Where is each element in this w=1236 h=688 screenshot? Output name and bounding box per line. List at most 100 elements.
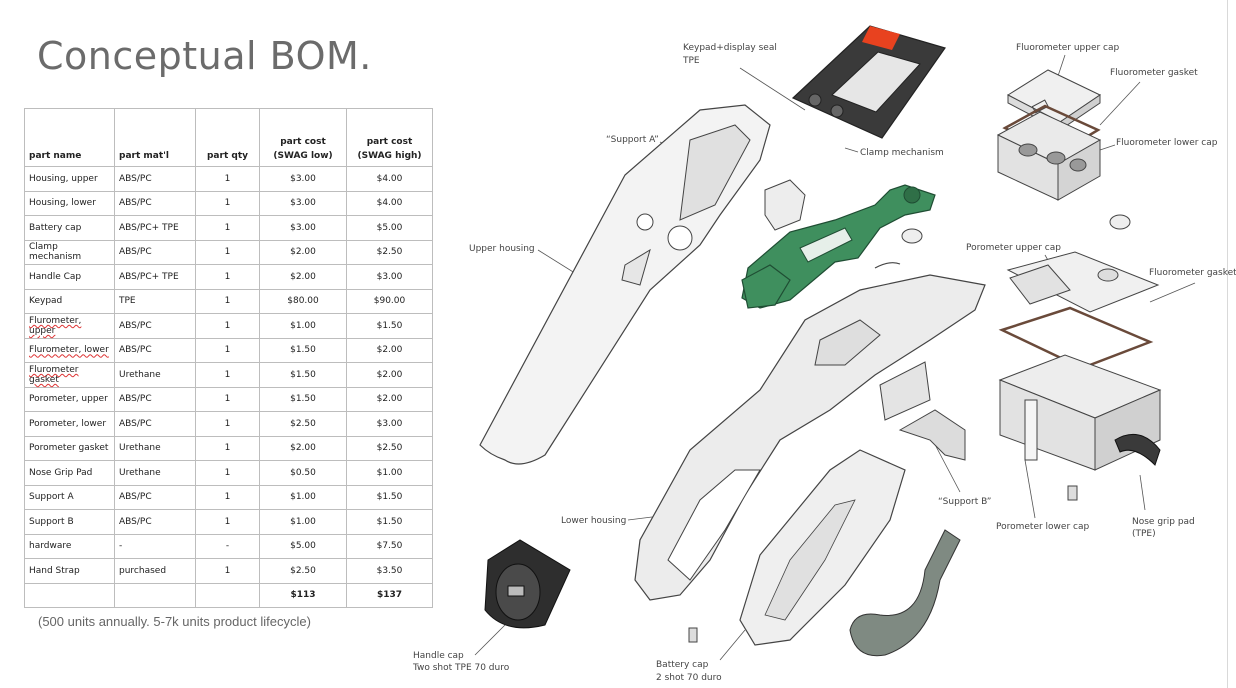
cell-cost-high: $5.00 bbox=[346, 215, 433, 241]
cell-qty: 1 bbox=[195, 288, 260, 314]
drawing-labels: Keypad+display seal TPE Fluorometer uppe… bbox=[412, 43, 1236, 683]
cell-part-name: Support B bbox=[24, 509, 115, 535]
cell-qty: 1 bbox=[195, 484, 260, 510]
cell-cost-high: $2.00 bbox=[346, 386, 433, 412]
cell-part-name: Battery cap bbox=[24, 215, 115, 241]
clamp-mechanism-part bbox=[741, 184, 936, 309]
table-row: hardware--$5.00$7.50 bbox=[24, 533, 433, 559]
header-cost-high: part cost (SWAG high) bbox=[346, 108, 433, 167]
exploded-view-drawing: Keypad+display seal TPE Fluorometer uppe… bbox=[412, 25, 1236, 683]
label-porometer-upper-cap: Porometer upper cap bbox=[966, 243, 1061, 253]
screw-battery bbox=[688, 627, 698, 643]
label-support-a: “Support A” bbox=[606, 135, 659, 145]
label-fluorometer-lower-cap: Fluorometer lower cap bbox=[1116, 138, 1218, 148]
label-battery-cap-line1: Battery cap bbox=[656, 660, 709, 670]
cell-qty: - bbox=[195, 533, 260, 559]
cell-material: Urethane bbox=[114, 362, 196, 388]
cell-cost-low: $2.00 bbox=[259, 264, 347, 290]
cell-cost-low: $3.00 bbox=[259, 190, 347, 216]
battery-cap-part bbox=[739, 449, 906, 646]
cell-qty: 1 bbox=[195, 509, 260, 535]
cell-material: Urethane bbox=[114, 435, 196, 461]
cell-material: ABS/PC bbox=[114, 411, 196, 437]
cell-cost-high: $1.50 bbox=[346, 509, 433, 535]
cell-qty: 1 bbox=[195, 166, 260, 192]
cell-part-name: Keypad bbox=[24, 288, 115, 314]
cell-cost-high: $4.00 bbox=[346, 190, 433, 216]
cell-qty: 1 bbox=[195, 460, 260, 486]
cell-cost-high: $2.50 bbox=[346, 435, 433, 461]
cell-cost-low: $80.00 bbox=[259, 288, 347, 314]
cell-material: purchased bbox=[114, 558, 196, 584]
label-fluorometer-gasket-right: Fluorometer gasket bbox=[1149, 268, 1236, 278]
slide-title: Conceptual BOM. bbox=[37, 34, 372, 78]
label-nose-grip-pad-line2: (TPE) bbox=[1132, 529, 1156, 539]
table-header-row: part name part mat'l part qty part cost … bbox=[24, 108, 433, 167]
total-cell-material bbox=[114, 582, 196, 608]
right-rule bbox=[1227, 0, 1228, 688]
header-cost-low-line1: part cost bbox=[280, 137, 326, 147]
label-clamp-mechanism: Clamp mechanism bbox=[860, 148, 944, 158]
cell-part-name: Porometer gasket bbox=[24, 435, 115, 461]
cell-part-name: hardware bbox=[24, 533, 115, 559]
cell-cost-high: $1.50 bbox=[346, 484, 433, 510]
cell-qty: 1 bbox=[195, 264, 260, 290]
cell-part-name: Porometer, lower bbox=[24, 411, 115, 437]
cell-cost-low: $2.00 bbox=[259, 435, 347, 461]
label-keypad-seal-line2: TPE bbox=[682, 56, 700, 66]
cell-part-name: Hand Strap bbox=[24, 558, 115, 584]
footnote: (500 units annually. 5-7k units product … bbox=[38, 614, 311, 629]
cell-material: Urethane bbox=[114, 460, 196, 486]
porometer-gasket bbox=[998, 306, 1154, 370]
hand-strap-part bbox=[849, 529, 961, 657]
header-material: part mat'l bbox=[114, 108, 196, 167]
header-cost-low: part cost (SWAG low) bbox=[259, 108, 347, 167]
cell-part-name: Nose Grip Pad bbox=[24, 460, 115, 486]
cell-part-name: Flurometer gasket bbox=[24, 362, 115, 388]
cell-cost-high: $2.00 bbox=[346, 362, 433, 388]
label-support-b: “Support B” bbox=[938, 497, 991, 507]
cell-qty: 1 bbox=[195, 362, 260, 388]
total-cell-qty bbox=[195, 582, 260, 608]
header-cost-low-line2: (SWAG low) bbox=[273, 151, 333, 161]
cell-qty: 1 bbox=[195, 239, 260, 265]
cell-cost-low: $5.00 bbox=[259, 533, 347, 559]
cell-material: ABS/PC bbox=[114, 509, 196, 535]
cell-cost-high: $1.50 bbox=[346, 313, 433, 339]
label-battery-cap-line2: 2 shot 70 duro bbox=[656, 673, 722, 683]
cell-cost-low: $2.50 bbox=[259, 411, 347, 437]
washer-clamp bbox=[901, 228, 923, 244]
cell-part-name: Porometer, upper bbox=[24, 386, 115, 412]
label-keypad-seal-line1: Keypad+display seal bbox=[683, 43, 777, 53]
cell-material: ABS/PC+ TPE bbox=[114, 264, 196, 290]
cell-cost-low: $1.00 bbox=[259, 484, 347, 510]
cell-qty: 1 bbox=[195, 435, 260, 461]
cell-part-name: Handle Cap bbox=[24, 264, 115, 290]
header-cost-high-line2: (SWAG high) bbox=[357, 151, 422, 161]
cell-cost-high: $2.50 bbox=[346, 239, 433, 265]
header-cost-high-line1: part cost bbox=[366, 137, 413, 147]
bom-table: part name part mat'l part qty part cost … bbox=[24, 108, 433, 608]
cell-cost-low: $1.50 bbox=[259, 362, 347, 388]
cell-part-name: Flurometer, lower bbox=[24, 337, 115, 363]
label-nose-grip-pad-line1: Nose grip pad bbox=[1132, 517, 1195, 527]
support-b-part bbox=[898, 409, 966, 461]
cell-qty: 1 bbox=[195, 558, 260, 584]
cell-cost-high: $2.00 bbox=[346, 337, 433, 363]
cell-qty: 1 bbox=[195, 215, 260, 241]
cell-cost-low: $0.50 bbox=[259, 460, 347, 486]
upper-housing-part bbox=[479, 104, 771, 465]
label-handle-cap-line1: Handle cap bbox=[413, 651, 464, 661]
